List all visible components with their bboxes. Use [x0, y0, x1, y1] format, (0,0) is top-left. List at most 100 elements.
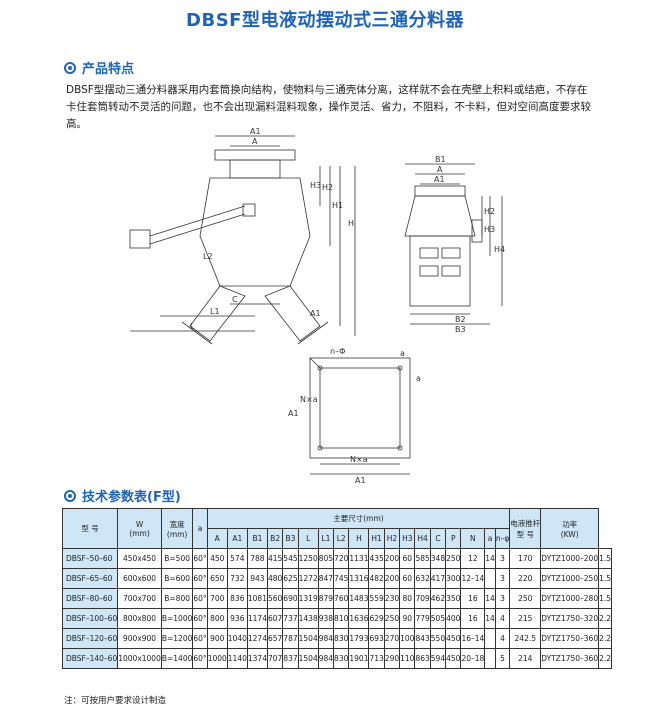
dim-label: A1	[250, 127, 261, 136]
table-cell: 60°	[192, 608, 208, 629]
dim-label: H1	[332, 201, 343, 210]
table-cell: 1793	[348, 628, 370, 649]
table-cell: 847	[317, 568, 335, 589]
table-cell: 550	[429, 628, 447, 649]
table-cell: DYTZ1750–360	[540, 628, 600, 649]
table-cell: 290	[383, 648, 401, 669]
table-cell: 1901	[348, 648, 370, 669]
table-cell: 830	[333, 628, 350, 649]
table-cell: 594	[429, 648, 447, 669]
table-cell: 1140	[226, 648, 248, 669]
col-model: 型 号	[61, 508, 119, 549]
table-cell: 2.2	[598, 628, 613, 649]
table-cell: 863	[414, 648, 431, 669]
table-cell: 1316	[348, 568, 370, 589]
col-power: 功率(KW)	[540, 508, 600, 549]
table-cell: 230	[383, 588, 401, 609]
dim-label: L2	[203, 252, 213, 261]
table-cell	[484, 568, 496, 589]
table-cell: 14	[484, 608, 496, 629]
table-cell: 462	[429, 588, 447, 609]
table-cell: 60	[399, 568, 416, 589]
section-heading-features: 产品特点	[64, 58, 134, 77]
dim-label: A1	[310, 309, 321, 318]
table-cell: DBSF–100–60	[61, 608, 119, 629]
table-cell: 574	[226, 548, 248, 569]
table-cell: 482	[368, 568, 385, 589]
table-cell: 787	[282, 628, 299, 649]
col-dim-0: A	[206, 528, 228, 549]
table-cell: 80	[399, 588, 416, 609]
dim-label: B1	[435, 155, 446, 164]
table-cell: 984	[317, 648, 335, 669]
table-cell: 560	[266, 588, 284, 609]
table-cell: 270	[383, 628, 401, 649]
table-cell: 1504	[297, 648, 319, 669]
dim-label: N×a	[300, 395, 318, 404]
table-cell: 60°	[192, 628, 208, 649]
table-cell: 4	[494, 628, 511, 649]
table-cell: 214	[509, 648, 542, 669]
params-table: 型 号 W(mm) 宽度(mm) a 主要尺寸(mm) 电液推杆型 号 功率(K…	[61, 508, 613, 669]
table-cell: 938	[317, 608, 335, 629]
table-cell: 60	[399, 548, 416, 569]
table-cell: 1000	[206, 648, 228, 669]
table-cell: 559	[368, 588, 385, 609]
table-cell: 400	[445, 608, 462, 629]
front-view: A1 A L2 H3 H2 H1 H C L1 A1	[129, 127, 356, 345]
table-cell: 1081	[246, 588, 268, 609]
table-cell: 625	[282, 568, 299, 589]
col-dim-7: L2	[333, 528, 350, 549]
table-cell: 3	[494, 588, 511, 609]
col-dim-11: H3	[399, 528, 416, 549]
col-dim-8: H	[348, 528, 370, 549]
table-cell: 450	[206, 548, 228, 569]
dim-label: B2	[455, 315, 466, 324]
dim-label: H2	[322, 183, 333, 192]
table-cell: B=1400	[160, 648, 194, 669]
dim-label: a	[416, 374, 421, 383]
table-cell: 830	[333, 648, 350, 669]
table-cell: 12–14	[460, 568, 486, 589]
table-cell	[484, 628, 496, 649]
table-cell: DBSF–65–60	[61, 568, 119, 589]
table-cell: 220	[509, 568, 542, 589]
col-dim-4: B3	[282, 528, 299, 549]
dim-label: C	[232, 295, 238, 304]
table-cell: 1000x1000	[117, 648, 162, 669]
table-cell: 632	[414, 568, 431, 589]
col-width: 宽度(mm)	[160, 508, 194, 549]
table-cell: 5	[494, 648, 511, 669]
table-cell: 2.2	[598, 648, 613, 669]
product-description: DBSF型摆动三通分料器采用内套筒换向结构，使物料与三通壳体分离，这样就不会在壳…	[66, 84, 591, 130]
table-cell: 350	[445, 588, 462, 609]
table-cell: 1272	[297, 568, 319, 589]
table-cell: B=600	[160, 568, 194, 589]
section-heading-label: 技术参数表(F型)	[82, 490, 181, 505]
table-cell: DYTZ1750–320	[540, 608, 600, 629]
table-cell: 505	[429, 608, 447, 629]
table-cell: 879	[317, 588, 335, 609]
section-heading-label: 产品特点	[82, 62, 135, 77]
col-actuator: 电液推杆型 号	[509, 508, 542, 549]
dim-label: H4	[494, 245, 505, 254]
table-cell: 100	[399, 628, 416, 649]
table-cell: 843	[414, 628, 431, 649]
table-cell: 170	[509, 548, 542, 569]
table-cell: DBSF–50–60	[61, 548, 119, 569]
page-title: DBSF型电液动摆动式三通分料器	[186, 10, 464, 31]
table-cell: B=1000	[160, 608, 194, 629]
table-cell: 348	[429, 548, 447, 569]
table-cell: 60°	[192, 568, 208, 589]
table-cell: 450x450	[117, 548, 162, 569]
col-dim-6: L1	[317, 528, 335, 549]
dim-label: a	[400, 349, 405, 358]
table-cell: 200	[383, 568, 401, 589]
col-dim-3: B2	[266, 528, 284, 549]
table-cell: 1040	[226, 628, 248, 649]
table-cell: B=1200	[160, 628, 194, 649]
table-cell: 1504	[297, 628, 319, 649]
